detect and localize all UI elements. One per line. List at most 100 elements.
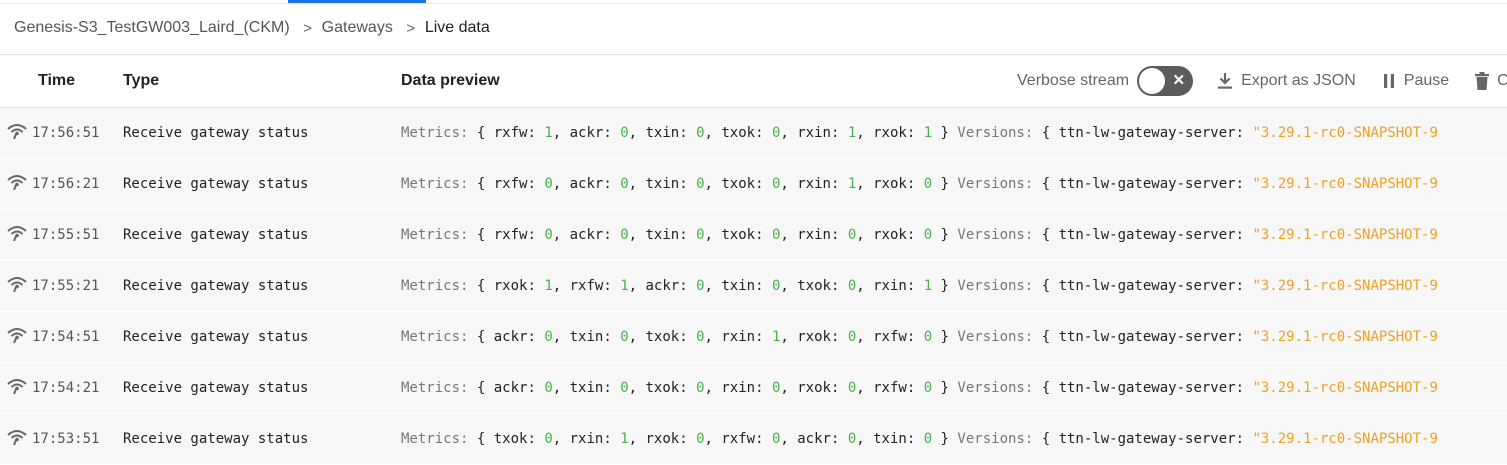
comma: ,	[856, 431, 874, 447]
top-divider	[0, 3, 1507, 4]
pause-label: Pause	[1403, 72, 1450, 89]
metric-key: ackr	[797, 431, 831, 447]
versions-value: "3.29.1-rc0-SNAPSHOT-9	[1252, 176, 1438, 192]
colon: :	[830, 380, 848, 396]
metric-value: 0	[620, 227, 629, 243]
metric-value: 0	[544, 176, 553, 192]
x-icon: ✕	[1172, 72, 1186, 89]
brace-close: }	[932, 278, 949, 294]
metric-key: txok	[645, 380, 680, 396]
metric-key: rxin	[797, 227, 831, 243]
metric-key: txin	[645, 125, 680, 141]
metric-value: 1	[544, 125, 553, 141]
event-data-preview: Metrics: { rxfw: 0, ackr: 0, txin: 0, tx…	[401, 227, 1438, 243]
metric-value: 0	[544, 227, 553, 243]
metric-key: txin	[569, 380, 604, 396]
metric-value: 0	[771, 176, 781, 192]
header-divider	[0, 54, 1507, 55]
event-type: Receive gateway status	[123, 431, 309, 447]
metric-key: rxin	[797, 125, 831, 141]
colon: :	[679, 176, 697, 192]
pause-icon	[1383, 74, 1394, 88]
comma: ,	[780, 278, 798, 294]
breadcrumb-gateways[interactable]: Gateways	[321, 19, 393, 36]
brace-close: }	[932, 380, 949, 396]
metric-value: 0	[696, 176, 705, 192]
colon: :	[679, 125, 697, 141]
metric-value: 0	[696, 329, 705, 345]
colon: :	[830, 125, 848, 141]
event-data-preview: Metrics: { ackr: 0, txin: 0, txok: 0, rx…	[401, 329, 1438, 345]
comma: ,	[780, 227, 798, 243]
metric-value: 1	[771, 329, 781, 345]
versions-key: ttn-lw-gateway-server:	[1058, 176, 1245, 192]
metrics-label: Metrics:	[401, 431, 469, 447]
colon: :	[755, 125, 772, 141]
clear-button[interactable]: C	[1475, 72, 1507, 90]
brace-close: }	[932, 329, 949, 345]
table-row[interactable]: 17:54:51 Receive gateway status Metrics: {…	[0, 312, 1507, 363]
versions-key: ttn-lw-gateway-server:	[1058, 329, 1245, 345]
colon: :	[527, 329, 545, 345]
event-type: Receive gateway status	[123, 176, 309, 192]
brace-open: {	[476, 125, 494, 141]
metric-value: 0	[771, 278, 781, 294]
verbose-stream-toggle[interactable]: ✕	[1137, 66, 1194, 96]
breadcrumb-gateway[interactable]: Genesis-S3_TestGW003_Laird_(CKM)	[14, 19, 290, 36]
breadcrumb: Genesis-S3_TestGW003_Laird_(CKM) > Gatew…	[14, 14, 490, 42]
comma: ,	[780, 329, 798, 345]
metric-key: rxok	[873, 227, 907, 243]
versions-label: Versions:	[957, 380, 1034, 396]
metric-key: rxok	[797, 329, 831, 345]
colon: :	[527, 125, 545, 141]
export-json-button[interactable]: Export as JSON	[1217, 72, 1356, 90]
event-type: Receive gateway status	[123, 380, 309, 396]
brace-close: }	[932, 176, 949, 192]
event-type: Receive gateway status	[123, 329, 309, 345]
event-type: Receive gateway status	[123, 125, 309, 141]
colon: :	[830, 329, 848, 345]
gateway-signal-icon	[7, 328, 27, 343]
event-data-preview: Metrics: { ackr: 0, txin: 0, txok: 0, rx…	[401, 380, 1438, 396]
metric-value: 0	[696, 278, 705, 294]
event-time: 17:54:51	[32, 329, 100, 345]
metric-value: 0	[544, 329, 553, 345]
metric-value: 0	[847, 329, 857, 345]
metric-key: txin	[721, 278, 756, 294]
metric-value: 0	[923, 329, 933, 345]
brace-open: {	[1041, 125, 1059, 141]
metric-value: 1	[620, 431, 629, 447]
metric-key: txok	[493, 431, 528, 447]
trash-icon	[1475, 72, 1490, 90]
column-header-type: Type	[123, 72, 160, 89]
metric-key: rxin	[797, 176, 831, 192]
metric-key: rxin	[721, 329, 756, 345]
brace-open: {	[1041, 431, 1059, 447]
comma: ,	[780, 380, 798, 396]
metric-value: 0	[771, 227, 781, 243]
event-data-preview: Metrics: { rxfw: 0, ackr: 0, txin: 0, tx…	[401, 176, 1438, 192]
event-data-preview: Metrics: { rxfw: 1, ackr: 0, txin: 0, tx…	[401, 125, 1438, 141]
versions-key: ttn-lw-gateway-server:	[1058, 125, 1245, 141]
metric-key: ackr	[569, 227, 604, 243]
comma: ,	[856, 329, 874, 345]
metric-key: rxfw	[721, 431, 756, 447]
versions-value: "3.29.1-rc0-SNAPSHOT-9	[1252, 125, 1438, 141]
colon: :	[830, 278, 848, 294]
metric-value: 0	[696, 380, 705, 396]
versions-value: "3.29.1-rc0-SNAPSHOT-9	[1252, 227, 1438, 243]
metric-key: txin	[645, 176, 680, 192]
versions-key: ttn-lw-gateway-server:	[1058, 227, 1245, 243]
comma: ,	[628, 125, 646, 141]
gateway-signal-icon	[7, 379, 27, 394]
pause-button[interactable]: Pause	[1382, 72, 1449, 90]
clear-label: C	[1497, 72, 1507, 89]
metric-key: ackr	[569, 125, 604, 141]
